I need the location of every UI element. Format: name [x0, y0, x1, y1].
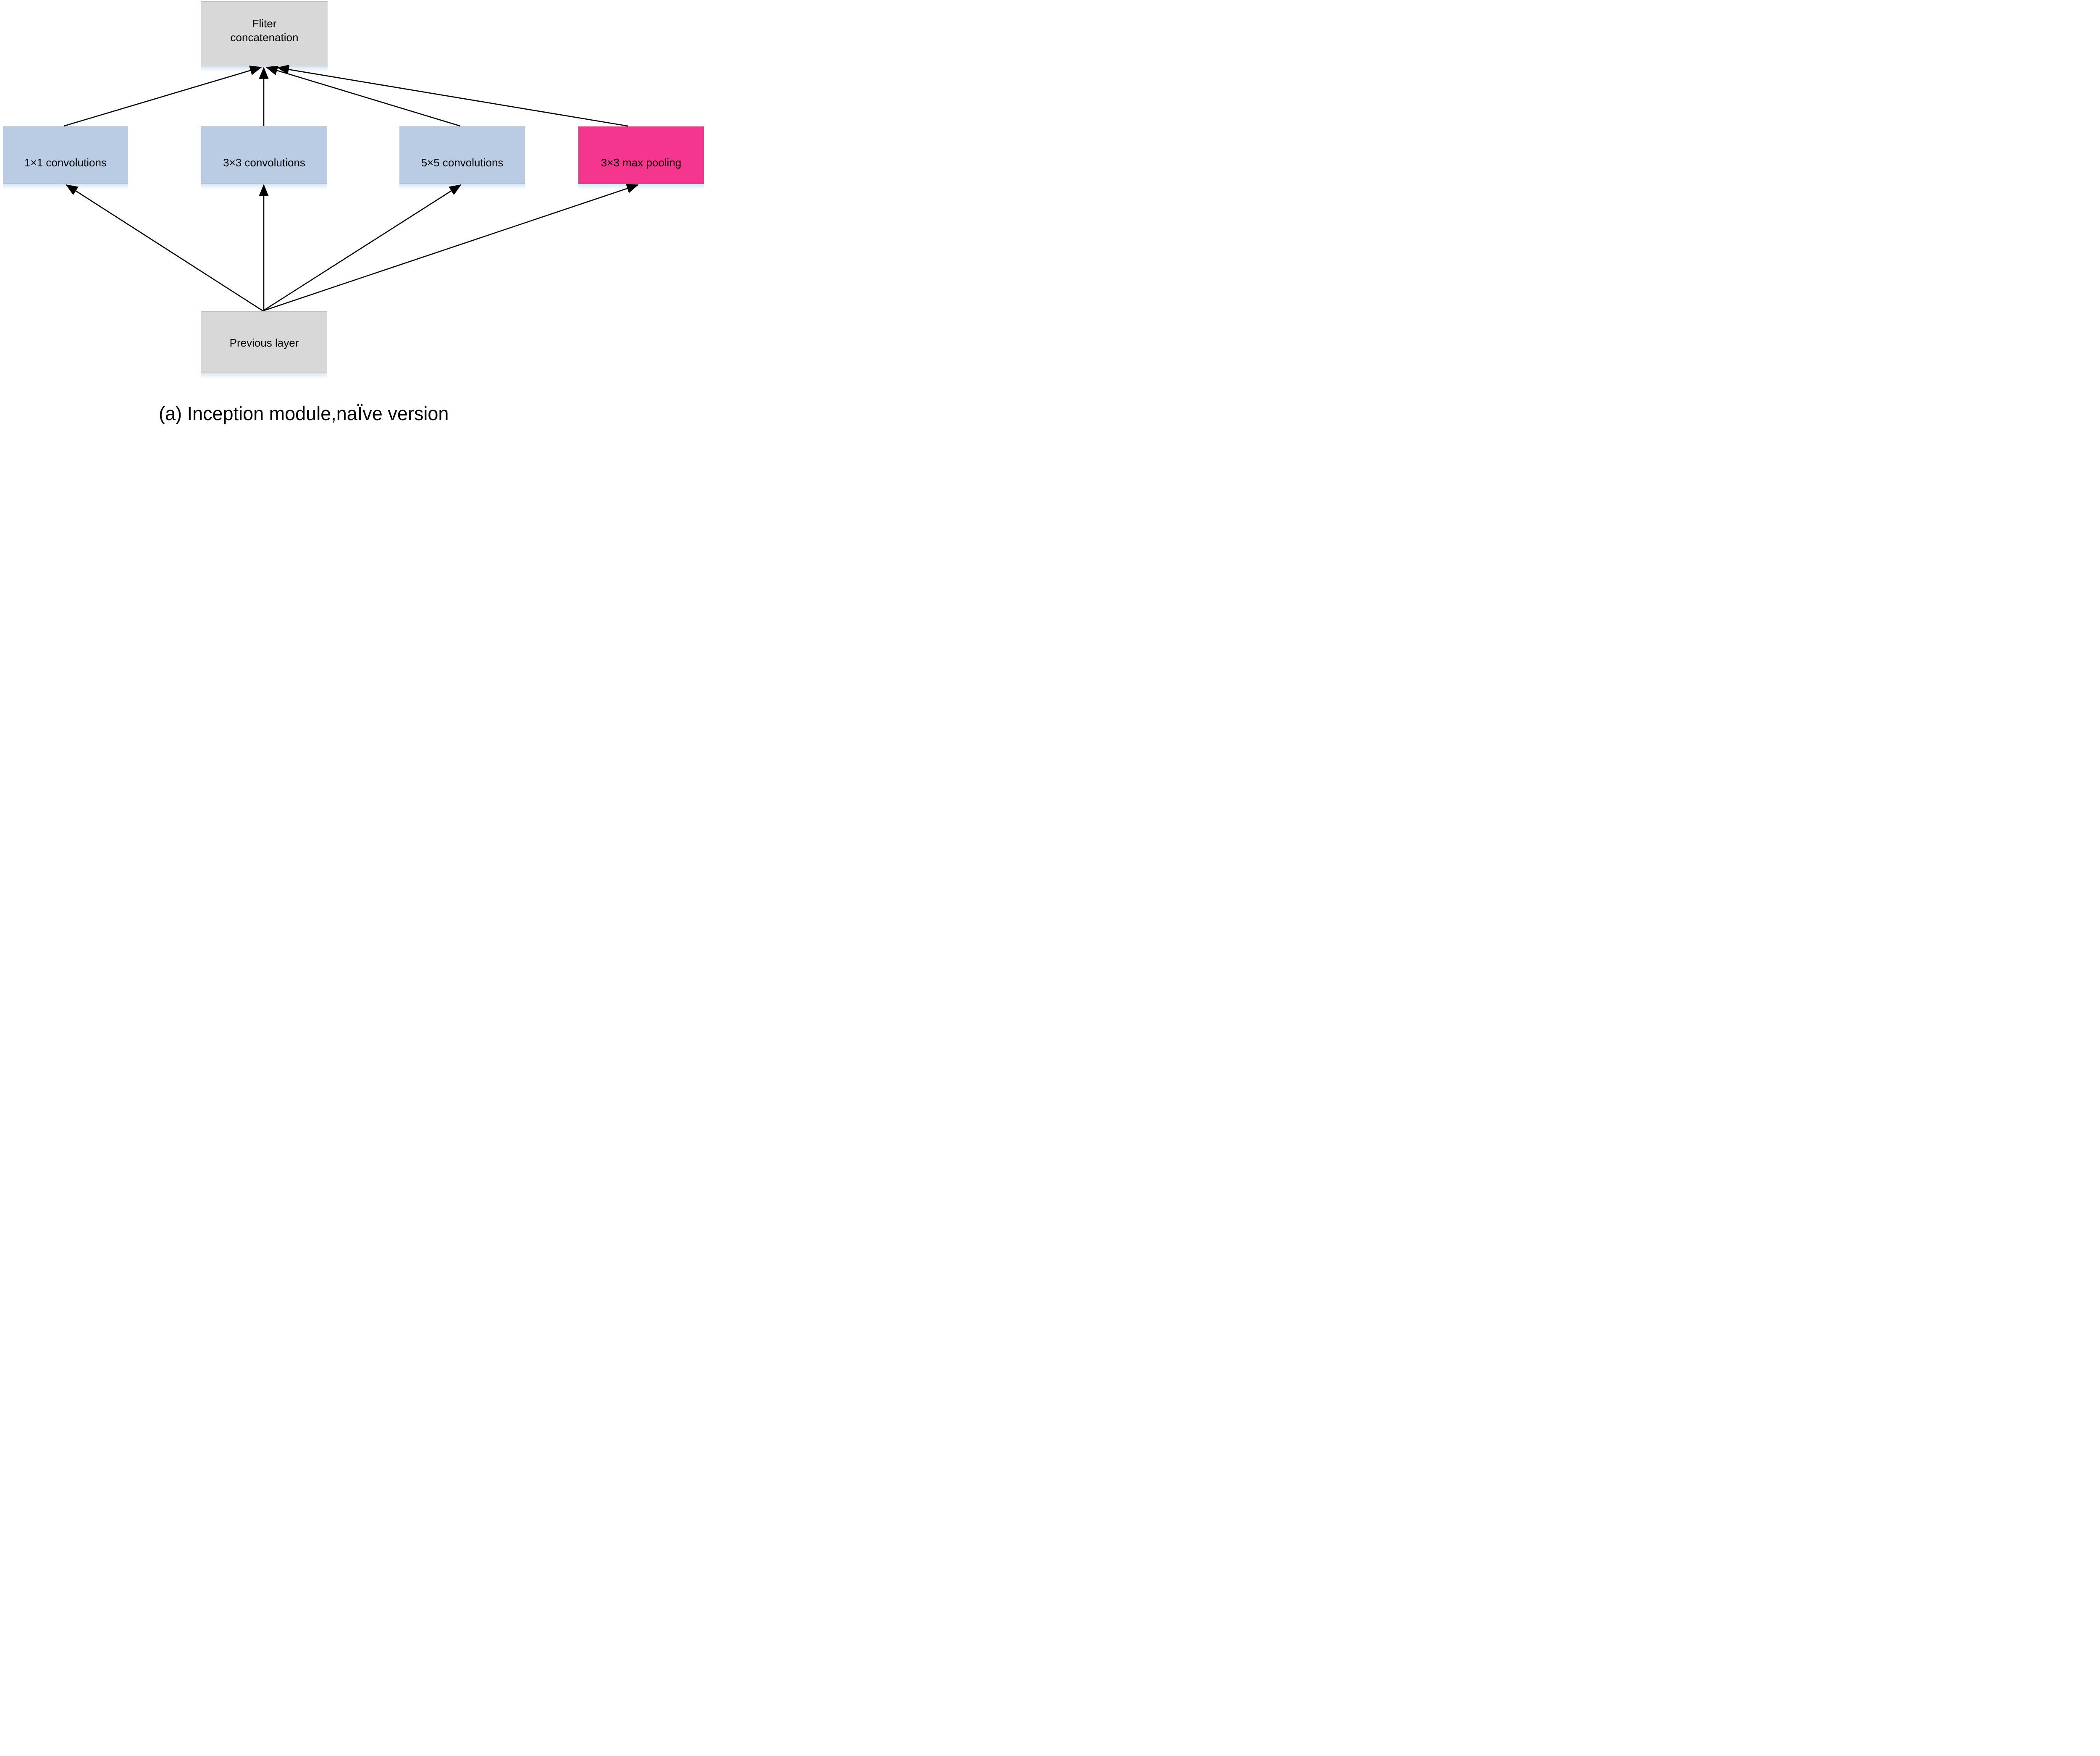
- node-3x3-convolutions: 3×3 convolutions: [201, 126, 327, 189]
- edge-conv5-to-concat: [265, 66, 461, 127]
- node-previous-layer: Previous layer: [201, 311, 327, 379]
- node-3x3-max-pooling: 3×3 max pooling: [578, 126, 704, 189]
- node-filter-concatenation-label: Fliter concatenation: [230, 17, 299, 44]
- node-5x5-convolutions-label: 5×5 convolutions: [421, 156, 504, 169]
- node-3x3-max-pooling-label: 3×3 max pooling: [601, 156, 682, 169]
- edge-previous-to-conv1: [66, 184, 263, 312]
- node-previous-layer-label: Previous layer: [229, 336, 299, 350]
- edge-previous-to-conv5: [262, 184, 462, 312]
- inception-module-diagram: Fliter concatenation 1×1 convolutions 3×…: [0, 0, 705, 439]
- node-1x1-convolutions: 1×1 convolutions: [3, 126, 128, 189]
- node-5x5-convolutions: 5×5 convolutions: [399, 126, 525, 189]
- node-1x1-convolutions-label: 1×1 convolutions: [24, 156, 107, 169]
- node-3x3-convolutions-label: 3×3 convolutions: [223, 156, 305, 169]
- edge-conv1-to-concat: [63, 66, 262, 127]
- edge-previous-to-maxpool: [262, 184, 639, 312]
- arrow-layer: [63, 64, 639, 312]
- edge-maxpool-to-concat: [277, 64, 628, 127]
- node-filter-concatenation: Fliter concatenation: [201, 1, 328, 72]
- figure-caption: (a) Inception module,naÏve version: [159, 403, 449, 424]
